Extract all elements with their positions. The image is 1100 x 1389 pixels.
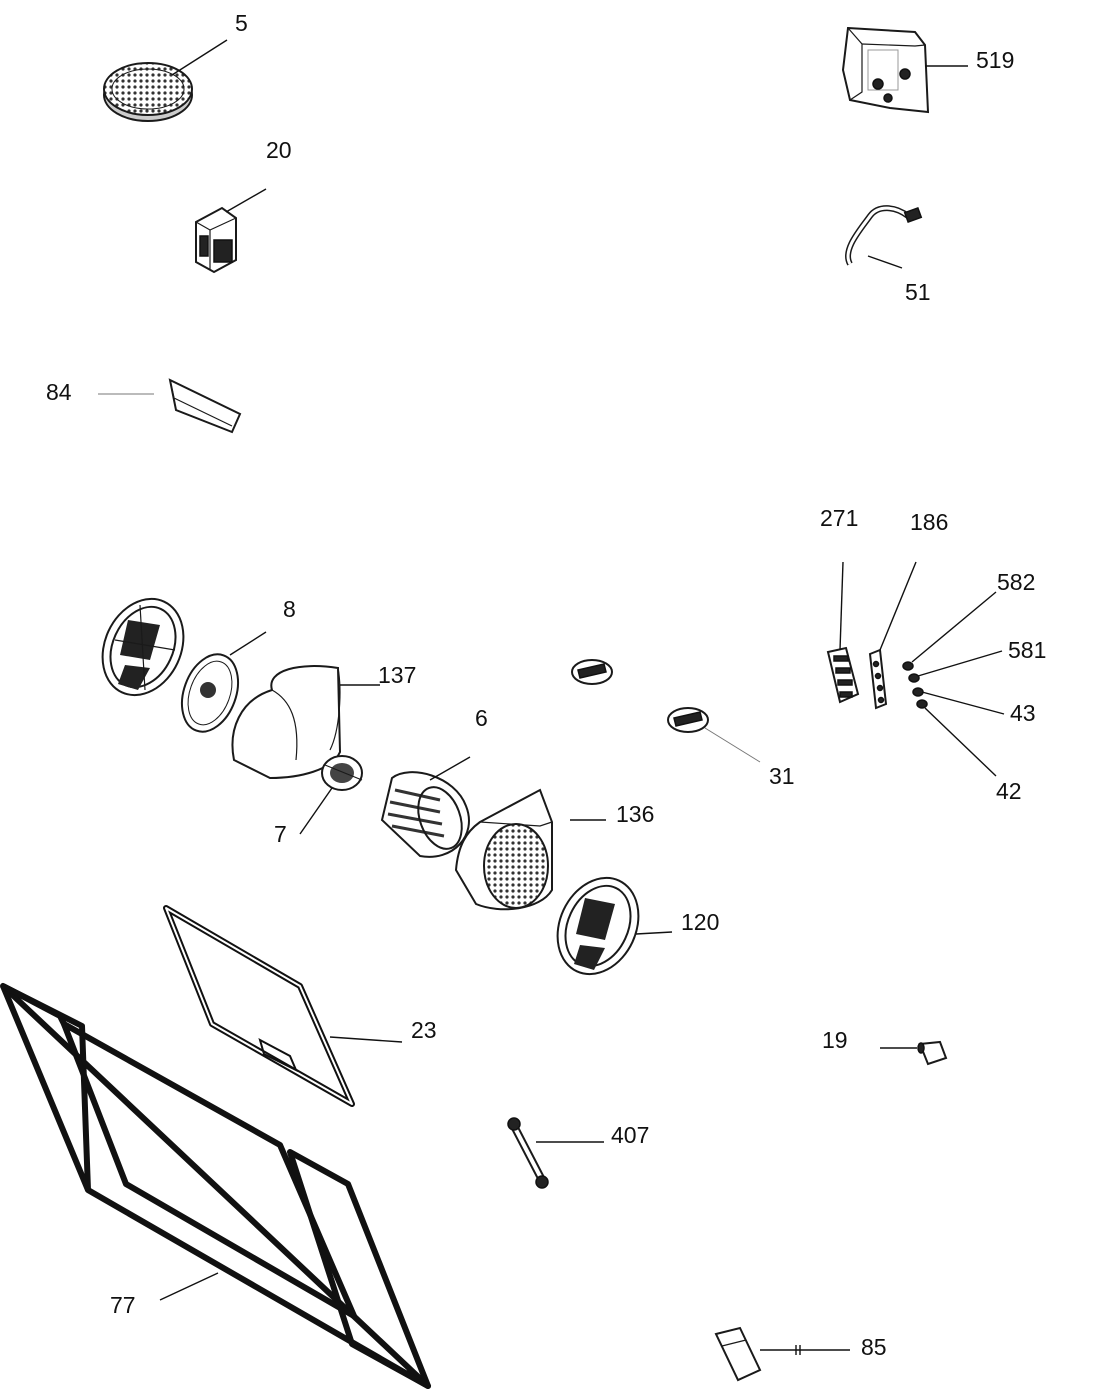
part-8-back-plate: [180, 631, 267, 733]
part-84-light-cover: [98, 378, 242, 434]
part-small-fasteners: [902, 591, 1005, 777]
part-6-fan-impeller: [380, 756, 471, 858]
part-19-lamp: [880, 1040, 948, 1066]
label-part-85: 85: [861, 1334, 887, 1360]
label-part-271: 271: [820, 505, 859, 531]
part-5-round-filter: [103, 39, 228, 122]
label-part-31: 31: [769, 763, 795, 789]
label-part-7: 7: [274, 821, 287, 847]
part-120-front-grille: [556, 876, 673, 976]
label-part-120: 120: [681, 909, 720, 935]
left-fan-grille: [101, 597, 185, 697]
label-part-5: 5: [235, 10, 248, 36]
part-407-rod: [507, 1117, 604, 1189]
part-186-strip: [868, 561, 917, 710]
part-23-filter-frame: [163, 905, 403, 1107]
part-77-glass-panel: [0, 983, 431, 1389]
part-20-control-module: [195, 188, 267, 274]
label-part-77: 77: [110, 1292, 136, 1318]
label-part-84: 84: [46, 379, 72, 405]
part-85-small-box: [714, 1326, 850, 1382]
label-part-582: 582: [997, 569, 1036, 595]
part-271-terminal-block: [826, 561, 860, 704]
part-137-fan-housing-back: [231, 665, 380, 780]
label-part-6: 6: [475, 705, 488, 731]
part-51-cable: [845, 205, 923, 269]
label-part-137: 137: [378, 662, 417, 688]
label-part-19: 19: [822, 1027, 848, 1053]
label-part-20: 20: [266, 137, 292, 163]
part-136-fan-housing-front: [454, 788, 606, 911]
label-part-136: 136: [616, 801, 655, 827]
part-519-screw-bag: [841, 26, 968, 114]
label-part-581: 581: [1008, 637, 1047, 663]
label-part-43: 43: [1010, 700, 1036, 726]
label-part-42: 42: [996, 778, 1022, 804]
label-part-519: 519: [976, 47, 1015, 73]
label-part-23: 23: [411, 1017, 437, 1043]
label-part-8: 8: [283, 596, 296, 622]
label-part-51: 51: [905, 279, 931, 305]
part-31-knobs: [571, 659, 761, 763]
label-part-186: 186: [910, 509, 949, 535]
label-part-407: 407: [611, 1122, 650, 1148]
part-7-motor: [299, 755, 363, 835]
